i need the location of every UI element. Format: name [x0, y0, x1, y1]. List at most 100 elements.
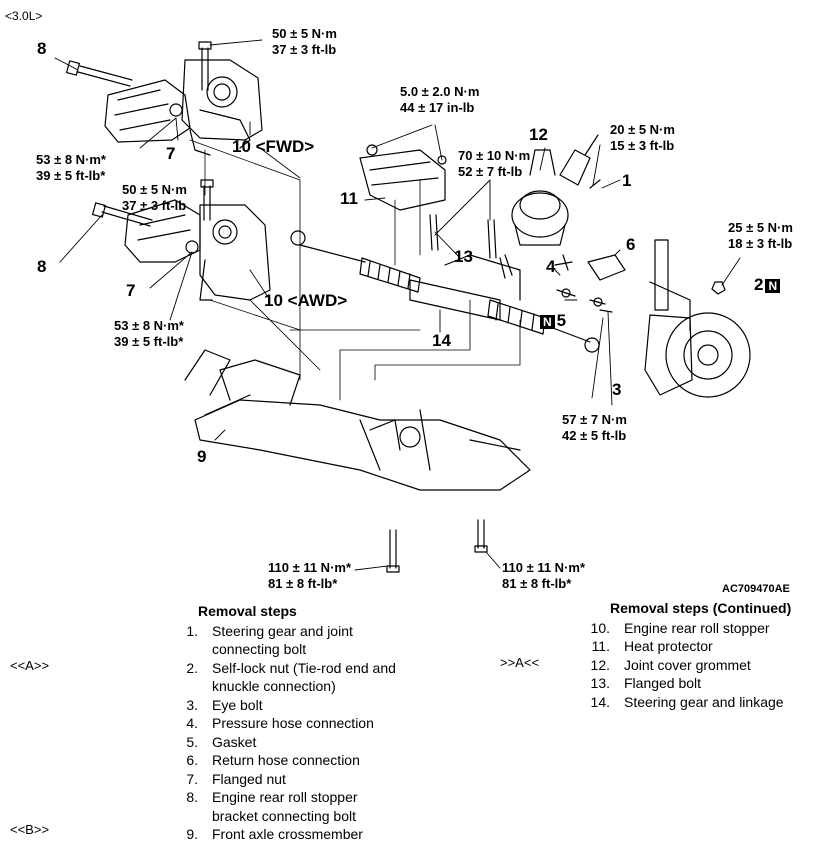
step-row: 2.Self-lock nut (Tie-rod end and knuckle… — [166, 659, 406, 696]
crossmember-bolts — [386, 519, 488, 573]
bolt-8a — [66, 60, 133, 87]
torque-bolt2-nm: 110 ± 11 N·m* — [502, 560, 586, 575]
step-text: Front axle crossmember — [212, 826, 363, 842]
step-number: 8. — [186, 789, 198, 805]
step-row: 5. Gasket — [166, 733, 406, 752]
bolt-8b — [92, 202, 153, 227]
step-row: 9. Front axle crossmember — [166, 825, 406, 844]
step-number: 7. — [186, 770, 198, 787]
torque-bolt1-nm: 110 ± 11 N·m* — [268, 560, 352, 575]
hose-connections — [554, 254, 626, 307]
step-number: 11. — [591, 638, 610, 654]
callout-11: 11 — [340, 189, 358, 208]
step-row: 10. Engine rear roll stopper — [578, 619, 814, 638]
torque-low-ftlb: 39 ± 5 ft-lb* — [114, 334, 184, 349]
step-text: Heat protector — [624, 638, 713, 654]
step-number: 14. — [590, 693, 610, 710]
gasket-n-mark: N — [540, 314, 555, 329]
crossmember — [184, 349, 531, 491]
step-number: 9. — [186, 826, 198, 842]
torque-top-ftlb: 37 ± 3 ft-lb — [272, 42, 337, 57]
torque-hose-inlb: 44 ± 17 in-lb — [400, 100, 475, 115]
self-lock-nut-2 — [711, 281, 726, 295]
step-number: 6. — [186, 752, 198, 768]
callout-2-number: 2 — [754, 275, 764, 294]
step-row: 6. Return hose connection — [166, 751, 406, 770]
step-text: Flanged nut — [212, 770, 286, 787]
callout-1: 1 — [622, 171, 632, 190]
torque-mid-ftlb: 37 ± 3 ft-lb — [122, 198, 187, 213]
bolt-top — [198, 41, 212, 91]
torque-flange-ftlb: 52 ± 7 ft-lb — [458, 164, 523, 179]
knuckle-rotor — [644, 239, 751, 398]
step-text: Steering gear and linkage — [624, 693, 784, 710]
torque-left-nm: 53 ± 8 N·m* — [36, 152, 106, 167]
step-row: 1. Steering gear and joint connecting bol… — [166, 622, 406, 659]
callout-4: 4 — [546, 257, 556, 276]
removal-steps-cont-title: Removal steps (Continued) — [610, 600, 792, 616]
step-row: 8. Engine rear roll stopper bracket conne… — [166, 788, 406, 825]
torque-eye-ftlb: 42 ± 5 ft-lb — [562, 428, 627, 443]
torque-nut-nm: 25 ± 5 N·m — [728, 220, 793, 235]
callout-8a: 8 — [37, 39, 47, 58]
joint-cover-grommet — [511, 149, 569, 246]
step-number: 12. — [590, 656, 610, 673]
eye-bolt-3 — [599, 309, 613, 313]
steering-joint — [559, 134, 599, 186]
step-number: 4. — [186, 715, 198, 731]
guide-lines — [189, 139, 521, 401]
flanged-nut-7a — [169, 103, 183, 117]
roll-stopper-fwd — [104, 59, 263, 156]
callout-7a: 7 — [166, 144, 176, 163]
torque-flange-nm: 70 ± 10 N·m — [458, 148, 531, 163]
torque-low-nm: 53 ± 8 N·m* — [114, 318, 184, 333]
step-number: 5. — [186, 733, 198, 750]
callout-14: 14 — [432, 331, 451, 350]
nut-n-mark-2: N — [765, 278, 781, 293]
callout-13: 13 — [454, 247, 473, 266]
torque-bolt2-ftlb: 81 ± 8 ft-lb* — [502, 576, 572, 591]
step-row: 4. Pressure hose connection — [166, 714, 406, 733]
step-text: Engine rear roll stopper bracket connect… — [212, 789, 358, 824]
step-text: Engine rear roll stopper — [624, 619, 770, 636]
callout-8b: 8 — [37, 257, 47, 276]
ref-c: >>A<< — [500, 655, 540, 670]
step-row: 13.Flanged bolt — [578, 674, 814, 693]
step-row: 11. Heat protector — [578, 637, 814, 656]
bolt-mid — [200, 179, 214, 221]
callout-9: 9 — [197, 447, 207, 466]
step-text: Return hose connection — [212, 752, 360, 768]
callout-3: 3 — [612, 380, 622, 399]
step-number: 3. — [186, 696, 198, 713]
step-text: Pressure hose connection — [212, 715, 374, 731]
step-number: 1. — [186, 622, 198, 639]
removal-steps-continued: Removal steps (Continued) 10. Engine rear… — [578, 599, 814, 711]
ref-b: <<B>> — [10, 822, 50, 837]
torque-eye-nm: 57 ± 7 N·m — [562, 412, 627, 427]
step-text: Flanged bolt — [624, 675, 702, 691]
flanged-nut-7b — [185, 240, 199, 254]
step-row: 14. Steering gear and linkage — [578, 693, 814, 712]
step-text: Joint cover grommet — [624, 656, 751, 673]
step-text: Gasket — [212, 733, 257, 750]
callout-12: 12 — [529, 125, 548, 144]
torque-mid-nm: 50 ± 5 N·m — [122, 182, 187, 197]
torque-nut-ftlb: 18 ± 3 ft-lb — [728, 236, 793, 251]
figure-code: AC709470AE — [722, 583, 790, 595]
step-text: Steering gear and joint connecting bolt — [212, 622, 353, 658]
step-row: 3. Eye bolt — [166, 696, 406, 715]
step-row: 7. Flanged nut — [166, 770, 406, 789]
step-number: 2. — [186, 659, 198, 676]
torque-eye-top-nm: 20 ± 5 N·m — [610, 122, 675, 137]
eye-bolt-1 — [589, 179, 601, 189]
callout-5-number: 5 — [556, 311, 567, 330]
callout-6: 6 — [626, 235, 636, 254]
step-text: Eye bolt — [212, 696, 263, 713]
removal-steps: Removal steps 1. Steering gear and joint … — [166, 602, 406, 844]
callout-7b: 7 — [126, 281, 136, 300]
step-row: 12. Joint cover grommet — [578, 656, 814, 675]
step-number: 10. — [590, 619, 610, 636]
removal-steps-title: Removal steps — [198, 603, 297, 619]
